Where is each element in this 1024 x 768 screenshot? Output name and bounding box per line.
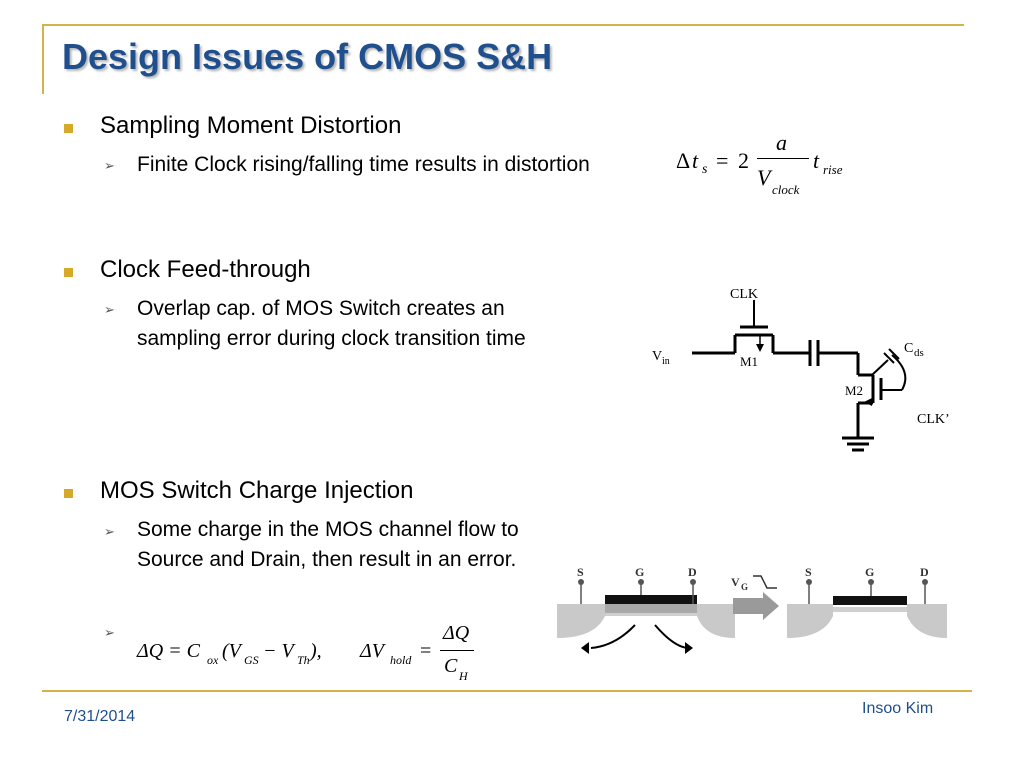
frame-bottom-line — [42, 690, 972, 692]
eq2-dq: ΔQ = C — [137, 640, 201, 662]
eq2-minus-v: − V — [258, 640, 294, 662]
label-cds-sub: ds — [914, 347, 924, 359]
clock-feedthrough-circuit: CLK V in M1 M2 C ds CLK’ — [652, 287, 950, 452]
sub-bullet-arrow-icon: ➢ — [104, 625, 115, 640]
eq2-numerator: ΔQ — [443, 622, 470, 644]
frame-top-line — [42, 24, 964, 26]
label-vg: V — [731, 575, 740, 589]
transition-arrow-icon — [733, 592, 779, 620]
sub-bullet-arrow-icon: ➢ — [104, 158, 115, 173]
label-vin-sub: in — [662, 356, 670, 367]
section-heading-feedthrough: Clock Feed-through — [100, 256, 311, 283]
label-d-right: D — [920, 565, 929, 579]
eq1-sub-s: s — [702, 162, 708, 177]
eq2-equals: = — [420, 640, 432, 662]
label-s-right: S — [805, 565, 812, 579]
label-m1: M1 — [740, 354, 758, 369]
eq1-t: t — [692, 148, 699, 173]
eq1-equals: = — [716, 148, 729, 173]
eq2-sub-gs: GS — [244, 653, 259, 667]
frame-left-line — [42, 24, 44, 94]
sub-bullet-arrow-icon: ➢ — [104, 524, 115, 539]
label-clk: CLK — [730, 287, 758, 302]
eq2-denominator-C: C — [444, 655, 458, 677]
bullet-square — [64, 124, 73, 133]
eq2-paren: (V — [222, 640, 241, 662]
eq2-sub-H: H — [459, 669, 468, 683]
eq1-fraction-bar — [757, 158, 809, 159]
eq1-V: V — [757, 165, 771, 190]
eq1-sub-rise: rise — [823, 162, 843, 177]
eq2-sub-th: Th — [297, 653, 310, 667]
label-g-left: G — [635, 565, 644, 579]
label-m2: M2 — [845, 383, 863, 398]
bullet-square — [64, 489, 73, 498]
label-cds: C — [904, 341, 913, 356]
bullet-square — [64, 268, 73, 277]
eq2-dv: ΔV — [360, 640, 384, 662]
label-d-left: D — [688, 565, 697, 579]
label-g-right: G — [865, 565, 874, 579]
footer-author: Insoo Kim — [862, 700, 934, 717]
mos-before — [557, 579, 735, 654]
eq2-close: ), — [310, 640, 322, 662]
eq1-numerator: a — [776, 130, 787, 155]
section-heading-injection: MOS Switch Charge Injection — [100, 477, 414, 504]
label-vg-sub: G — [741, 582, 748, 592]
mos-after — [787, 579, 947, 638]
eq2-sub-hold: hold — [390, 653, 412, 667]
mos-charge-injection-figure: S G D V G S G D — [557, 565, 947, 654]
label-vin: V — [652, 349, 662, 364]
footer-date: 7/31/2014 — [64, 708, 136, 725]
eq2-sub-ox: ox — [207, 653, 219, 667]
label-s-left: S — [577, 565, 584, 579]
section-text-injection: Some charge in the MOS channel flow to S… — [137, 518, 519, 571]
label-clk-bar: CLK’ — [917, 412, 950, 427]
section-text-feedthrough: Overlap cap. of MOS Switch creates an sa… — [137, 297, 526, 350]
eq1-sub-clock: clock — [772, 182, 800, 197]
slide-title: Design Issues of CMOS S&H — [62, 36, 553, 77]
section-heading-sampling: Sampling Moment Distortion — [100, 112, 402, 139]
eq2-fraction-bar — [440, 650, 474, 651]
eq1-t-rise: t — [813, 148, 820, 173]
sub-bullet-arrow-icon: ➢ — [104, 302, 115, 317]
eq1-delta: Δ — [676, 148, 691, 173]
eq1-two: 2 — [738, 148, 749, 173]
section-text-sampling: Finite Clock rising/falling time results… — [137, 153, 590, 176]
